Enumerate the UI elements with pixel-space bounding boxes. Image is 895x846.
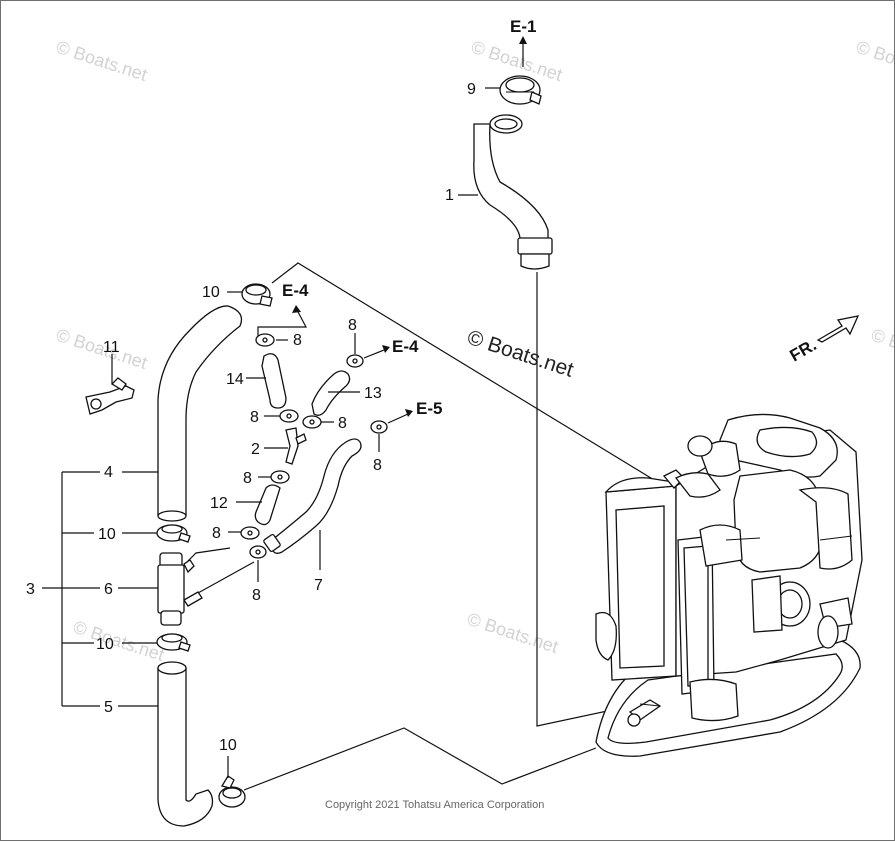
part-9-clamp [499, 75, 542, 105]
callout-2: 2 [251, 441, 260, 458]
connection-line-5 [243, 727, 597, 791]
ref-e5-arrow [387, 413, 409, 424]
callout-8-h: 8 [373, 457, 382, 474]
part-8-clamp [249, 545, 267, 559]
callout-8-a: 8 [293, 332, 302, 349]
part-10-clamp-b [156, 633, 191, 652]
copyright-text: Copyright 2021 Tohatsu America Corporati… [325, 799, 544, 811]
part-12-hose [254, 484, 281, 526]
callout-8-c: 8 [338, 415, 347, 432]
part-5-hose [157, 661, 214, 827]
part-11-bracket [85, 377, 135, 415]
callout-8-b: 8 [250, 409, 259, 426]
part-10-clamp-a [156, 524, 191, 543]
callout-5: 5 [104, 699, 113, 716]
arrow-head-icon [382, 345, 390, 353]
callout-6: 6 [104, 581, 113, 598]
part-10-clamp-bottom [218, 775, 246, 808]
ref-e4-mid-arrow [363, 349, 385, 359]
part-8-clamp [240, 526, 260, 540]
callout-9: 9 [467, 81, 476, 98]
callout-8-g: 8 [252, 587, 261, 604]
part-7-hose [263, 438, 362, 554]
callout-14: 14 [226, 371, 244, 388]
part-10-clamp-top [241, 283, 273, 307]
arrow-head-icon [519, 36, 527, 44]
part-14-hose [261, 353, 287, 409]
ref-e5-label: E-5 [416, 399, 442, 418]
part-8-clamp [370, 420, 388, 434]
ref-e4-top-bracket [257, 309, 307, 336]
callout-3: 3 [26, 581, 35, 598]
callout-10-b: 10 [96, 636, 114, 653]
callout-12: 12 [210, 495, 228, 512]
engine-assembly [595, 413, 863, 757]
part-1-hose [473, 114, 553, 270]
part-8-clamp [270, 470, 290, 484]
connection-line-3 [185, 547, 231, 564]
connection-line-2 [271, 262, 665, 487]
ref-e4-mid-label: E-4 [392, 337, 419, 356]
part-6-tee [157, 552, 203, 626]
part-8-clamp [255, 333, 275, 347]
callout-10-top: 10 [202, 284, 220, 301]
callout-10-a: 10 [98, 526, 116, 543]
callout-10-bottom: 10 [219, 737, 237, 754]
assembly-3-tree [42, 471, 158, 707]
callout-4: 4 [104, 464, 113, 481]
callout-13: 13 [364, 385, 382, 402]
callout-7: 7 [314, 577, 323, 594]
callout-8-f: 8 [212, 525, 221, 542]
callout-8-e: 8 [243, 470, 252, 487]
connection-line-4 [197, 561, 255, 594]
arrow-head-icon [405, 409, 413, 417]
callout-11: 11 [103, 339, 120, 356]
ref-e4-top-label: E-4 [282, 281, 309, 300]
callout-1: 1 [445, 187, 454, 204]
callout-8-d: 8 [348, 317, 357, 334]
part-8-clamp [346, 354, 364, 368]
ref-e1-label: E-1 [510, 17, 536, 36]
arrow-head-icon [292, 305, 301, 313]
part-13-hose [311, 370, 351, 416]
part-4-hose [157, 305, 243, 522]
part-2-fitting [285, 427, 307, 465]
